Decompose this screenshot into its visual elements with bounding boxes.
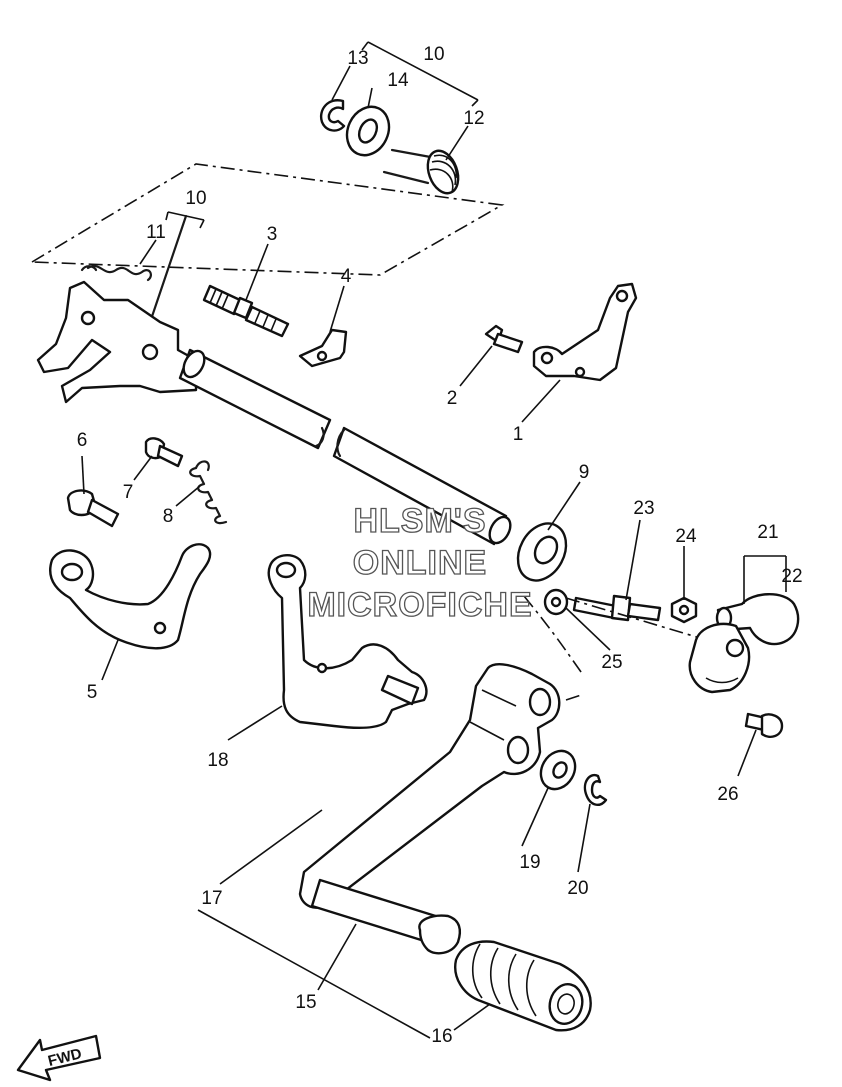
callout-16: 16: [431, 1026, 452, 1047]
rubber-16: [454, 940, 592, 1032]
spring-12: [382, 148, 460, 195]
callout-8: 8: [163, 506, 174, 527]
shaft-15: [310, 878, 462, 955]
lever-5: [49, 543, 212, 650]
callout-12: 12: [463, 108, 484, 129]
callout-numbers: 10 13 14 12 10 11 3 4 2 1 6 7 8 9 23 24 …: [77, 44, 803, 1047]
leader-lines: [81, 65, 787, 1039]
callout-24: 24: [675, 526, 697, 547]
callout-4: 4: [341, 266, 352, 287]
watermark: HLSM'S ONLINE MICROFICHE: [307, 501, 533, 624]
callout-15: 15: [295, 992, 316, 1013]
group-bracket-10-upper: [29, 41, 505, 276]
callout-26: 26: [717, 784, 738, 805]
callout-21: 21: [757, 522, 778, 543]
plate-4: [298, 328, 348, 368]
spring-8: [189, 460, 228, 525]
callout-1: 1: [513, 424, 524, 445]
joint-21-22: [688, 593, 800, 694]
callout-22: 22: [781, 566, 802, 587]
washer-19: [539, 749, 577, 791]
screw-26: [744, 712, 784, 738]
callout-3: 3: [267, 224, 278, 245]
shift-pedal-17: [298, 595, 585, 909]
callout-2: 2: [447, 388, 458, 409]
callout-13: 13: [347, 48, 368, 69]
callout-7: 7: [123, 482, 134, 503]
arm-18: [267, 554, 428, 729]
callout-10-upper: 10: [423, 44, 444, 65]
callout-14: 14: [387, 70, 409, 91]
callout-23: 23: [633, 498, 654, 519]
callout-11: 11: [146, 222, 166, 243]
callout-10-lower: 10: [185, 188, 206, 209]
callout-18: 18: [207, 750, 228, 771]
callout-19: 19: [519, 852, 540, 873]
callout-17: 17: [201, 888, 222, 909]
callout-5: 5: [87, 682, 98, 703]
screw-2: [484, 324, 524, 354]
callout-6: 6: [77, 430, 88, 451]
watermark-line-2: ONLINE: [353, 544, 487, 582]
bolt-7: [144, 437, 184, 468]
watermark-line-3: MICROFICHE: [307, 586, 532, 624]
bolt-6: [66, 489, 120, 528]
washer-14: [345, 105, 391, 157]
forward-arrow: FWD: [16, 1034, 102, 1082]
circlip-13: [319, 99, 346, 132]
nut-24: [670, 596, 698, 624]
nut-25: [543, 588, 569, 616]
shift-shaft-assembly: [36, 211, 512, 546]
callout-25: 25: [601, 652, 622, 673]
oil-seal-9: [516, 522, 568, 582]
rod-23: [565, 594, 701, 639]
clip-20: [583, 773, 608, 806]
watermark-line-1: HLSM'S: [353, 502, 486, 540]
callout-9: 9: [579, 462, 590, 483]
stopper-1: [532, 282, 638, 382]
callout-20: 20: [567, 878, 588, 899]
